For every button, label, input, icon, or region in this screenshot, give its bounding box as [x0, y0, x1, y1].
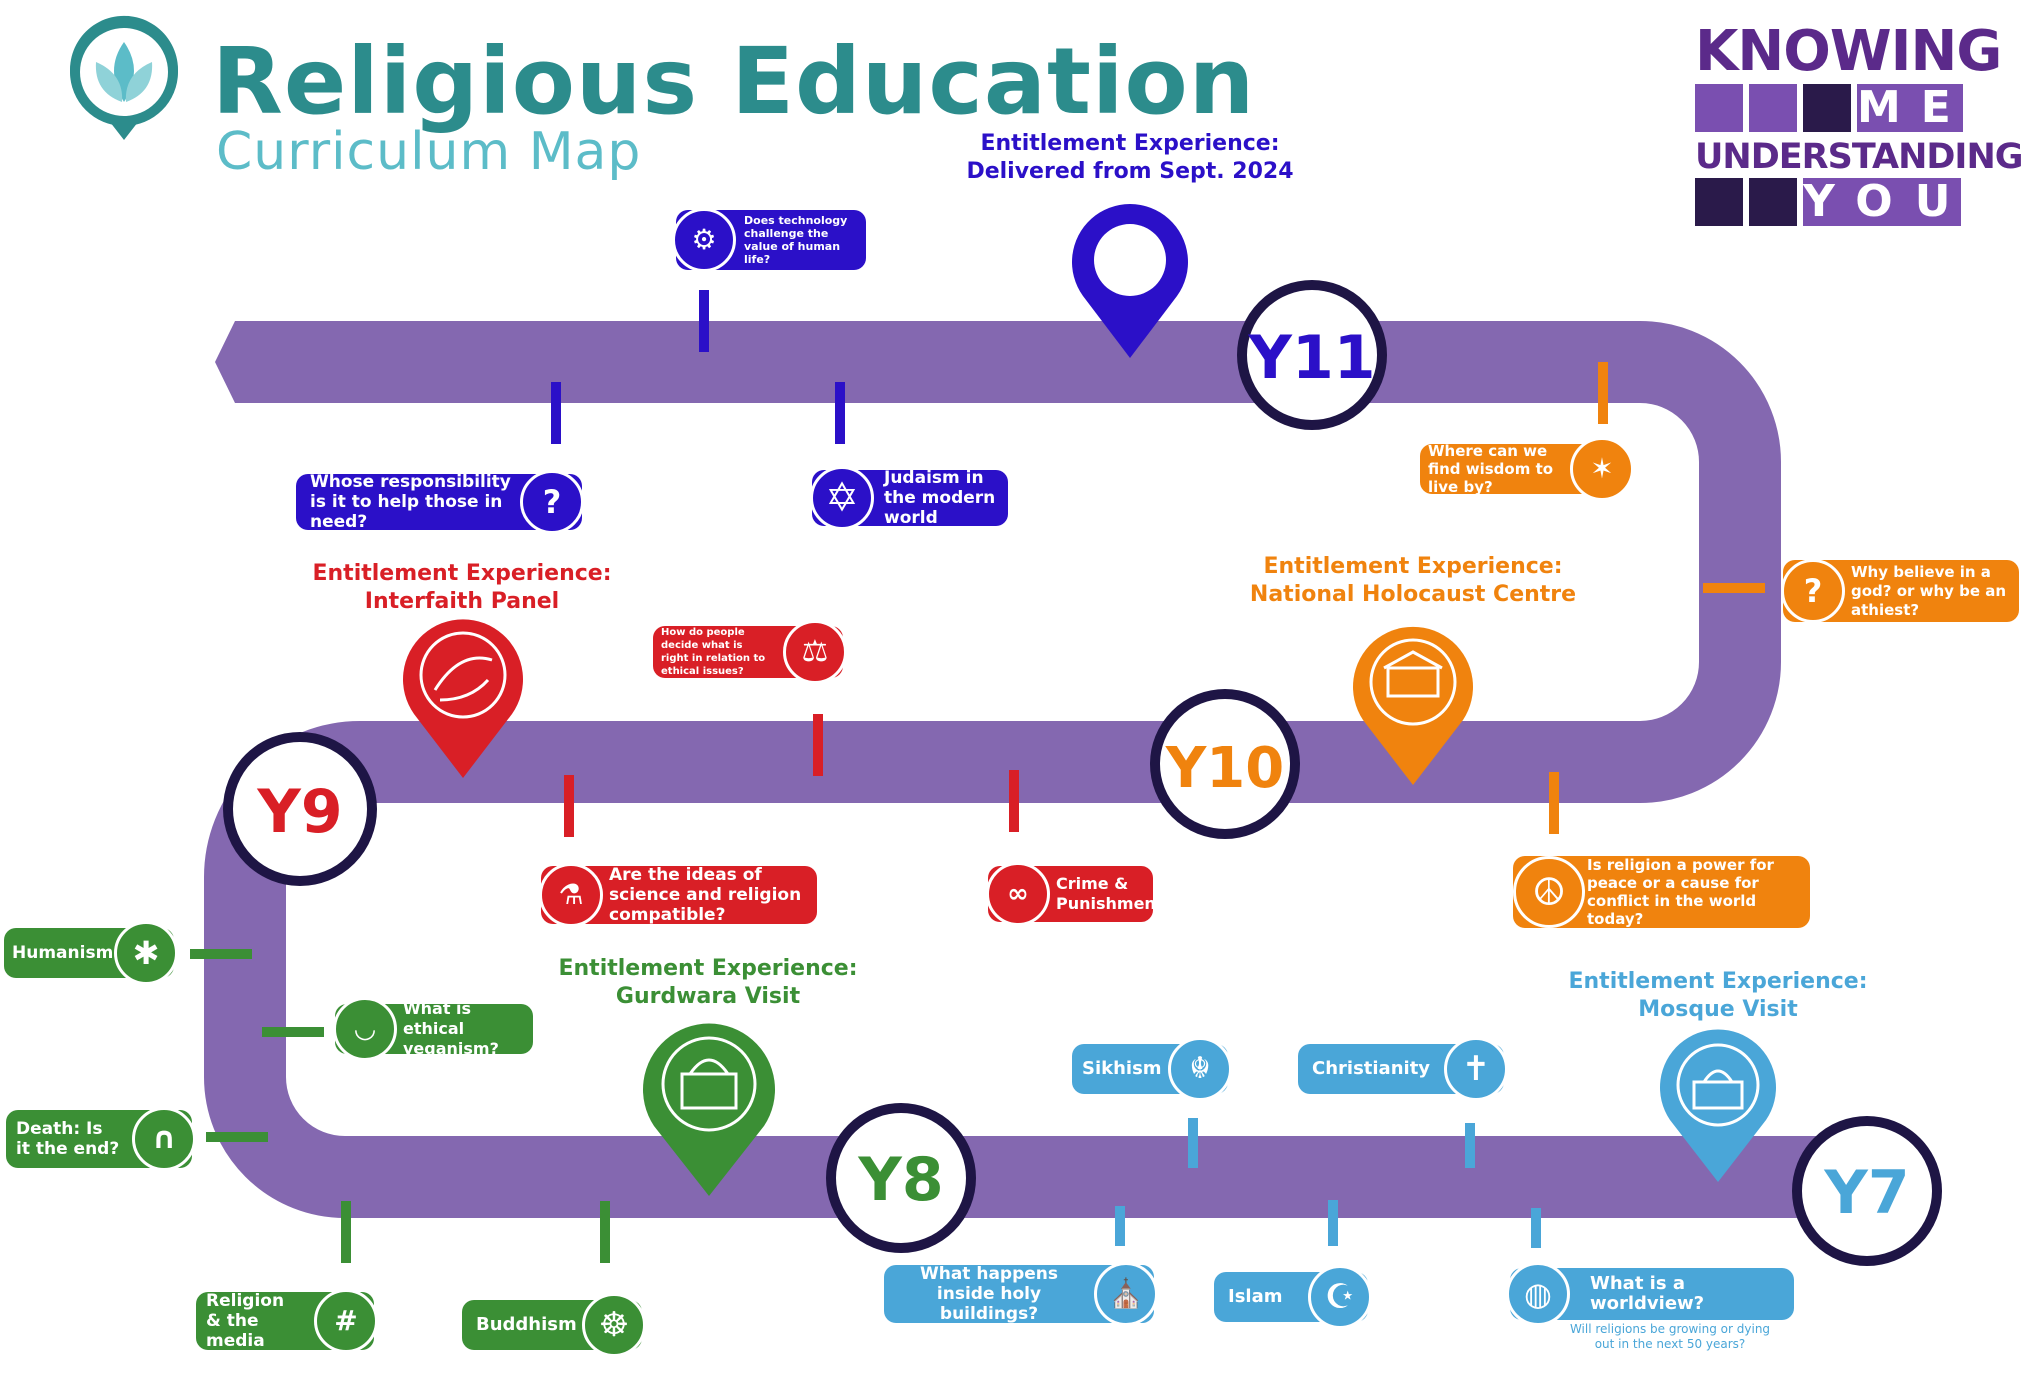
- y10-label: Y10: [1165, 736, 1284, 801]
- globe-icon: ◍: [1506, 1262, 1570, 1326]
- dharma-wheel-icon: ☸: [582, 1293, 646, 1357]
- y7-label: Y7: [1823, 1158, 1909, 1228]
- worldview-note: Will religions be growing or dying out i…: [1569, 1322, 1771, 1351]
- entitlement-y11: Entitlement Experience: Delivered from S…: [966, 131, 1294, 184]
- science-books-icon: ⚗: [539, 863, 603, 927]
- logo-row-4: YOU: [1695, 178, 2005, 226]
- logo-line-4: YOU: [1803, 176, 1973, 227]
- topic-sikhism: Sikhism ☬: [1072, 1037, 1232, 1101]
- y8-circle: [826, 1103, 976, 1253]
- topic-peace: ☮ Is religion a power for peace or a cau…: [1513, 856, 1810, 928]
- path-arrow-head: [215, 321, 260, 403]
- vitruvian-man-icon: ✱: [114, 921, 178, 985]
- topic-veganism: ◡ What is ethical veganism?: [333, 997, 533, 1061]
- y8-label: Y8: [857, 1145, 943, 1215]
- logo-line-1: KNOWING: [1695, 19, 2002, 84]
- logo-row-2: ME: [1695, 84, 2005, 132]
- logo-tile-icon: [1695, 84, 1743, 132]
- logo-tile-icon: [1749, 178, 1797, 226]
- y9-circle: [223, 732, 377, 886]
- pin-y11: [1072, 204, 1188, 358]
- y7-circle: [1792, 1116, 1942, 1266]
- khanda-icon: ☬: [1168, 1037, 1232, 1101]
- topic-humanism: Humanism ✱: [4, 921, 178, 985]
- gear-network-icon: ⚙: [672, 208, 736, 272]
- church-icon: ⛪: [1094, 1262, 1158, 1326]
- y10-circle: [1150, 689, 1300, 839]
- topic-science: ⚗ Are the ideas of science and religion …: [539, 863, 817, 927]
- lotus-pin-icon: [70, 15, 178, 140]
- handcuffs-icon: ∞: [986, 862, 1050, 926]
- scales-icon: ⚖: [783, 620, 847, 684]
- crystal-ball-icon: ✶: [1570, 437, 1634, 501]
- topic-god: ? Why believe in a god? or why be an ath…: [1781, 559, 2019, 623]
- crescent-moon-icon: ☪: [1308, 1265, 1372, 1329]
- topic-responsibility: Whose responsibility is it to help those…: [296, 470, 584, 534]
- entitlement-y7: Entitlement Experience: Mosque Visit: [1568, 969, 1868, 1022]
- pin-y7: [1660, 1029, 1776, 1182]
- topic-media: Religion & the media #: [196, 1289, 378, 1353]
- topic-judaism: ✡ Judaism in the modern world: [810, 466, 1008, 530]
- topic-worldview: ◍ What is a worldview?: [1506, 1262, 1794, 1326]
- page-title: Religious Education: [212, 28, 1256, 135]
- pin-y8: [643, 1023, 775, 1196]
- topic-death: Death: Is it the end? ∩: [6, 1107, 196, 1171]
- y11-circle: [1237, 280, 1387, 430]
- page-subtitle: Curriculum Map: [216, 122, 642, 182]
- entitlement-y10: Entitlement Experience: National Holocau…: [1249, 554, 1577, 607]
- entitlement-y8: Entitlement Experience: Gurdwara Visit: [558, 956, 858, 1009]
- topic-ethics: How do people decide what is right in re…: [653, 620, 847, 684]
- question-hand-icon: ?: [1781, 559, 1845, 623]
- salad-bowl-icon: ◡: [333, 997, 397, 1061]
- logo-tile-icon: [1695, 178, 1743, 226]
- topic-tech: ⚙ Does technology challenge the value of…: [672, 208, 866, 272]
- pin-y10: [1353, 626, 1473, 785]
- knowing-me-logo: KNOWING ME UNDERSTANDING YOU: [1695, 19, 2023, 226]
- topic-islam: Islam ☪: [1214, 1265, 1372, 1329]
- star-of-david-icon: ✡: [810, 466, 874, 530]
- topic-buddhism: Buddhism ☸: [462, 1293, 646, 1357]
- hashtag-like-icon: #: [314, 1289, 378, 1353]
- y9-label: Y9: [256, 777, 342, 847]
- entitlement-y9: Entitlement Experience: Interfaith Panel: [312, 561, 612, 614]
- gravestone-icon: ∩: [132, 1107, 196, 1171]
- logo-tile-icon: [1749, 84, 1797, 132]
- logo-tile-icon: [1803, 84, 1851, 132]
- topic-wisdom: Where can we find wisdom to live by? ✶: [1420, 437, 1634, 501]
- y11-label: Y11: [1248, 323, 1376, 393]
- topic-crime: ∞ Crime & Punishment: [986, 862, 1163, 926]
- cross-icon: ✝: [1444, 1037, 1508, 1101]
- peace-target-icon: ☮: [1513, 856, 1585, 928]
- topic-holy: What happens inside holy buildings? ⛪: [884, 1262, 1158, 1326]
- pin-y9: [403, 619, 523, 778]
- logo-line-3: UNDERSTANDING: [1695, 137, 2023, 177]
- logo-line-2: ME: [1857, 82, 1971, 133]
- topic-christianity: Christianity ✝: [1298, 1037, 1508, 1101]
- question-person-icon: ?: [520, 470, 584, 534]
